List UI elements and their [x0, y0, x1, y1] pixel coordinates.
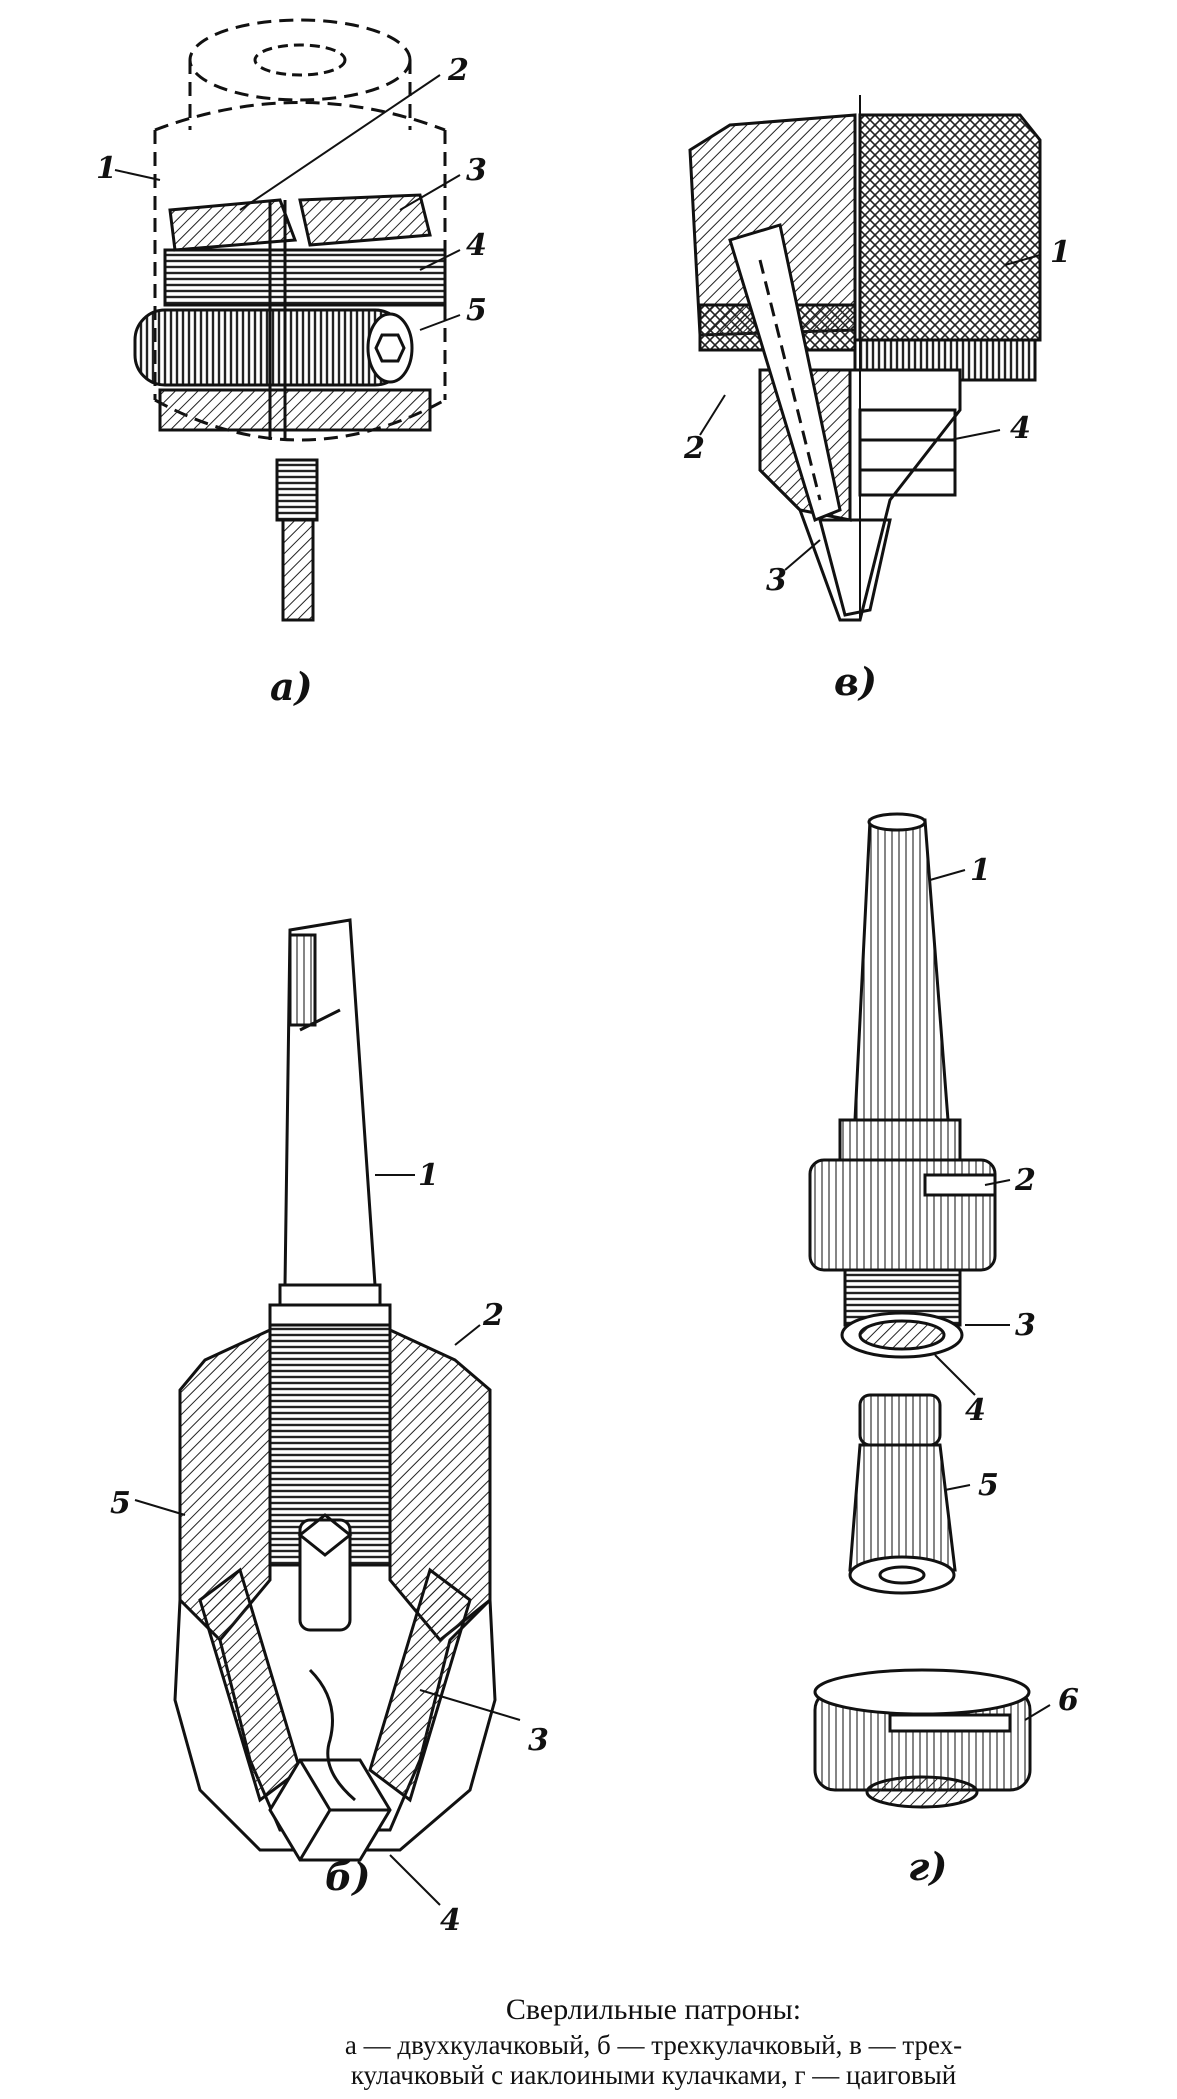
- panel-a-sublabel: а): [270, 664, 313, 709]
- panel-b-sublabel: б): [325, 1854, 370, 1899]
- panel-b-leaders: [134, 1174, 521, 1906]
- figure-caption: Сверлильные патроны: а — двухкулачковый,…: [0, 1990, 1177, 2090]
- panel-g-callout-3: 3: [1015, 1308, 1036, 1343]
- panel-a-callout-1: 1: [96, 151, 117, 186]
- panel-b-callout-4: 4: [440, 1903, 461, 1938]
- panel-a-two-jaw-chuck: [133, 18, 447, 622]
- panel-v-callout-4: 4: [1010, 411, 1031, 446]
- panel-b-callout-2: 2: [482, 1298, 504, 1333]
- panel-a-leaders: [114, 74, 461, 331]
- panel-b-callout-5: 5: [110, 1486, 131, 1521]
- panel-v-three-jaw-inclined-chuck: [688, 95, 1042, 622]
- drill-chucks-figure: 1 2 3 4 5 а) 1 2 3 4 в): [96, 18, 1079, 1938]
- panel-a-callout-2: 2: [447, 53, 469, 88]
- panel-v-sublabel: в): [834, 659, 877, 704]
- panel-g-callout-2: 2: [1014, 1163, 1036, 1198]
- panel-g-callout-6: 6: [1058, 1683, 1079, 1718]
- panel-b-callout-3: 3: [528, 1723, 549, 1758]
- caption-line-2: кулачковый с иаклоиными кулачками, г — ц…: [350, 2060, 957, 2090]
- panel-g-callout-5: 5: [978, 1468, 999, 1503]
- panel-g-collet-chuck: [808, 812, 1032, 1809]
- panel-a-callout-3: 3: [466, 153, 487, 188]
- panel-g-sublabel: г): [908, 1844, 947, 1889]
- caption-title: Сверлильные патроны:: [505, 1993, 802, 2026]
- panel-b-three-jaw-chuck: [173, 918, 497, 1862]
- panel-v-callout-3: 3: [766, 563, 787, 598]
- panel-g-callout-4: 4: [965, 1393, 986, 1428]
- panel-a-callout-4: 4: [466, 228, 487, 263]
- panel-v-callout-1: 1: [1050, 235, 1071, 270]
- panel-g-callout-1: 1: [970, 853, 991, 888]
- panel-a-callout-5: 5: [466, 293, 487, 328]
- panel-v-leaders: [699, 254, 1041, 571]
- panel-b-callout-1: 1: [418, 1158, 439, 1193]
- panel-g-leaders: [929, 869, 1051, 1721]
- caption-line-1: а — двухкулачковый, б — трехкулачковый, …: [344, 2030, 963, 2060]
- panel-v-callout-2: 2: [683, 431, 705, 466]
